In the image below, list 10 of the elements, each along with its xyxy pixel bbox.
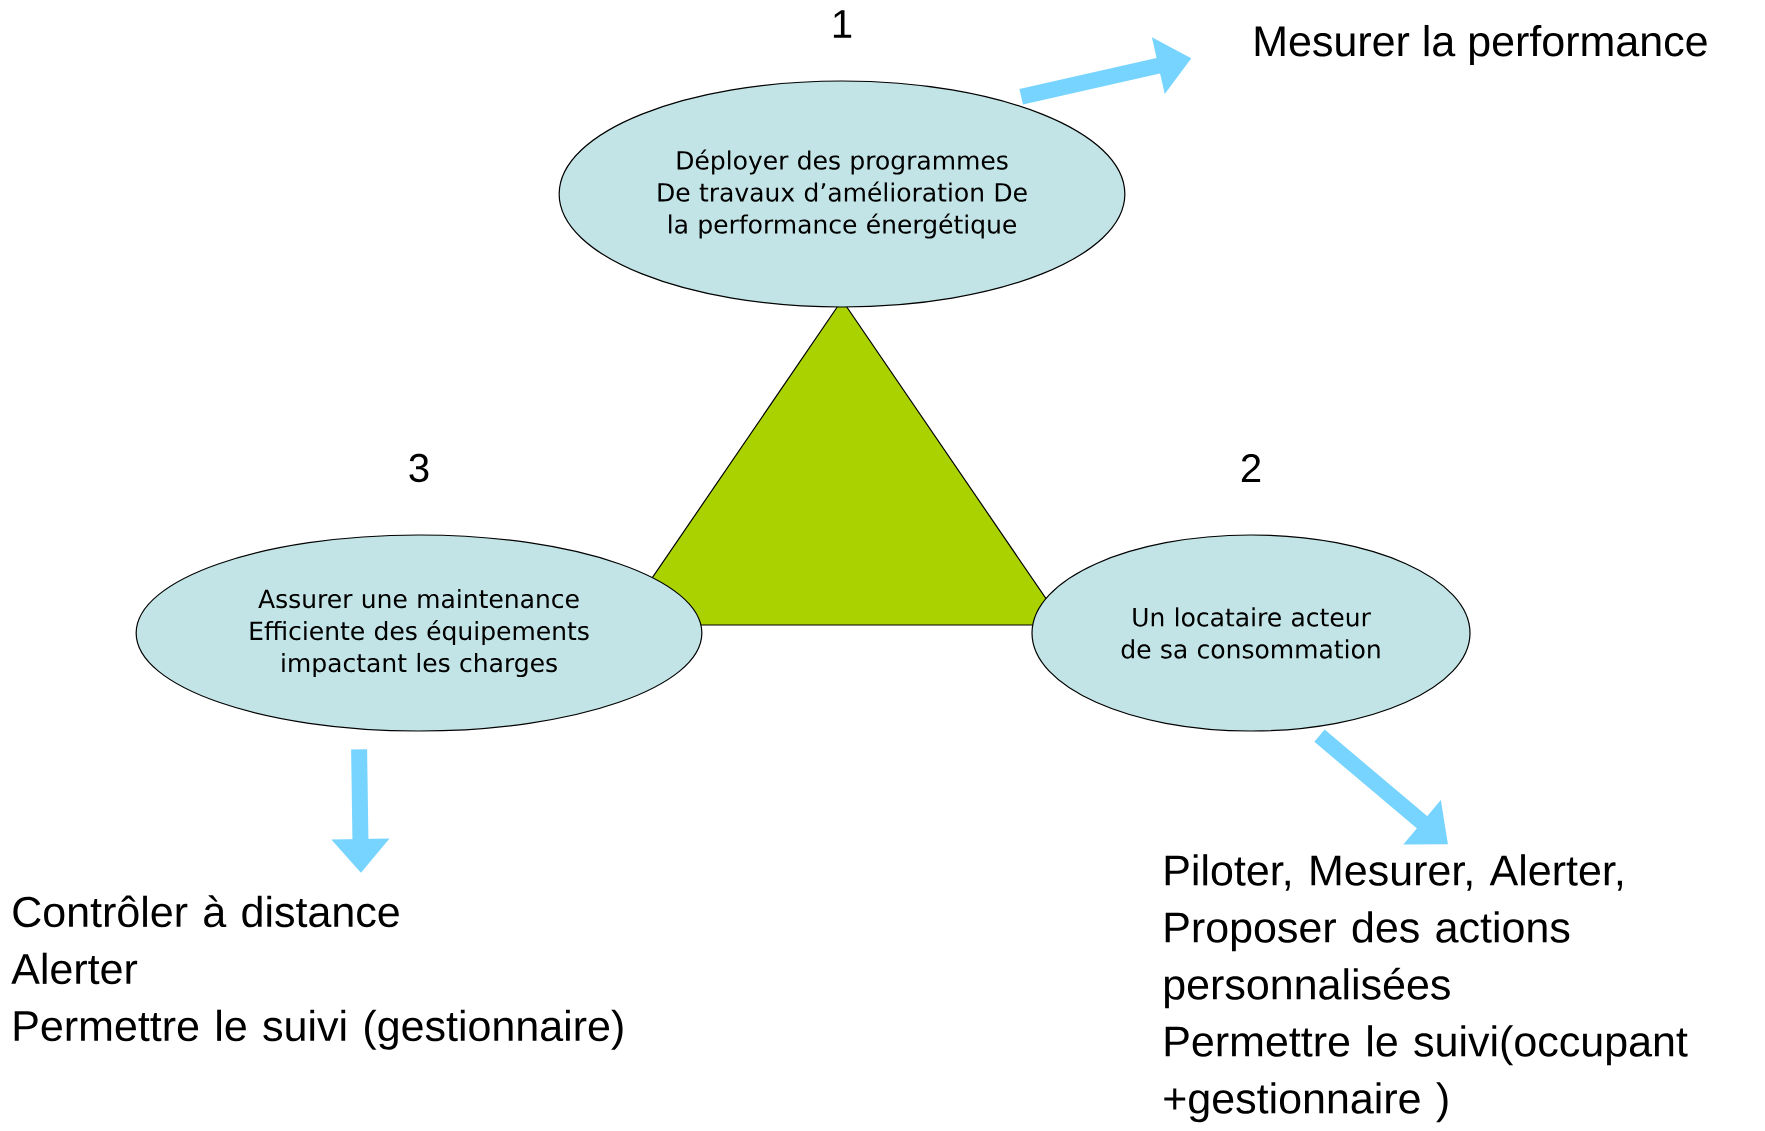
outcome-text: Piloter, Mesurer, Alerter, Proposer des actions personnalisées Permettre le suivi(occupant +gestionnaire )	[1164, 854, 1688, 1123]
step-number: 3	[409, 453, 429, 483]
step-number: 2	[1241, 454, 1261, 482]
outcome-text: Mesurer la performance	[1255, 24, 1707, 66]
outcome-text: Contrôler à distance Alerter Permettre le suivi (gestionnaire)	[11, 895, 623, 1050]
ellipse-node: Déployer des programmes De travaux d’amélioration De la performance énergétique	[558, 80, 1126, 308]
ellipse-node: Assurer une maintenance Efficiente des équipements impactant les charges	[135, 534, 703, 732]
block-arrow	[1314, 729, 1448, 845]
step-number: 1	[833, 10, 852, 38]
ellipse-node: Un locataire acteur de sa consommation	[1031, 534, 1471, 732]
